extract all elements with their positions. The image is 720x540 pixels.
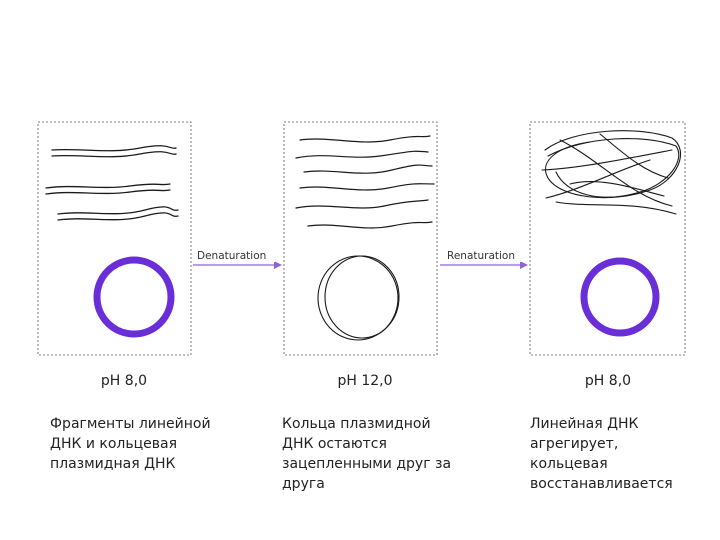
plasmid-ring-1 [93,256,175,338]
ph-label-3: pH 8,0 [584,373,632,389]
ph-label-2: pH 12,0 [337,373,393,389]
interlocked-rings [317,255,400,341]
denaturation-arrow: Denaturation [193,248,282,269]
description-3: Линейная ДНК агрегирует, кольцевая восст… [530,416,673,492]
renaturation-label: Renaturation [447,250,515,262]
aggregated-dna-tangle [541,130,682,215]
description-2: Кольца плазмидной ДНК остаются зацепленн… [282,416,452,492]
panel-frame-1 [37,121,192,356]
ph-label-1: pH 8,0 [100,373,148,389]
denaturation-label: Denaturation [197,250,266,262]
description-1: Фрагменты линейной ДНК и кольцевая плазм… [50,416,211,472]
plasmid-ring-3 [580,257,660,337]
linear-dna-fragments [45,145,179,221]
single-strand-dna [295,135,435,229]
renaturation-arrow: Renaturation [440,248,528,269]
panel-frame-3 [529,121,686,356]
panel-frame-2 [283,121,438,356]
